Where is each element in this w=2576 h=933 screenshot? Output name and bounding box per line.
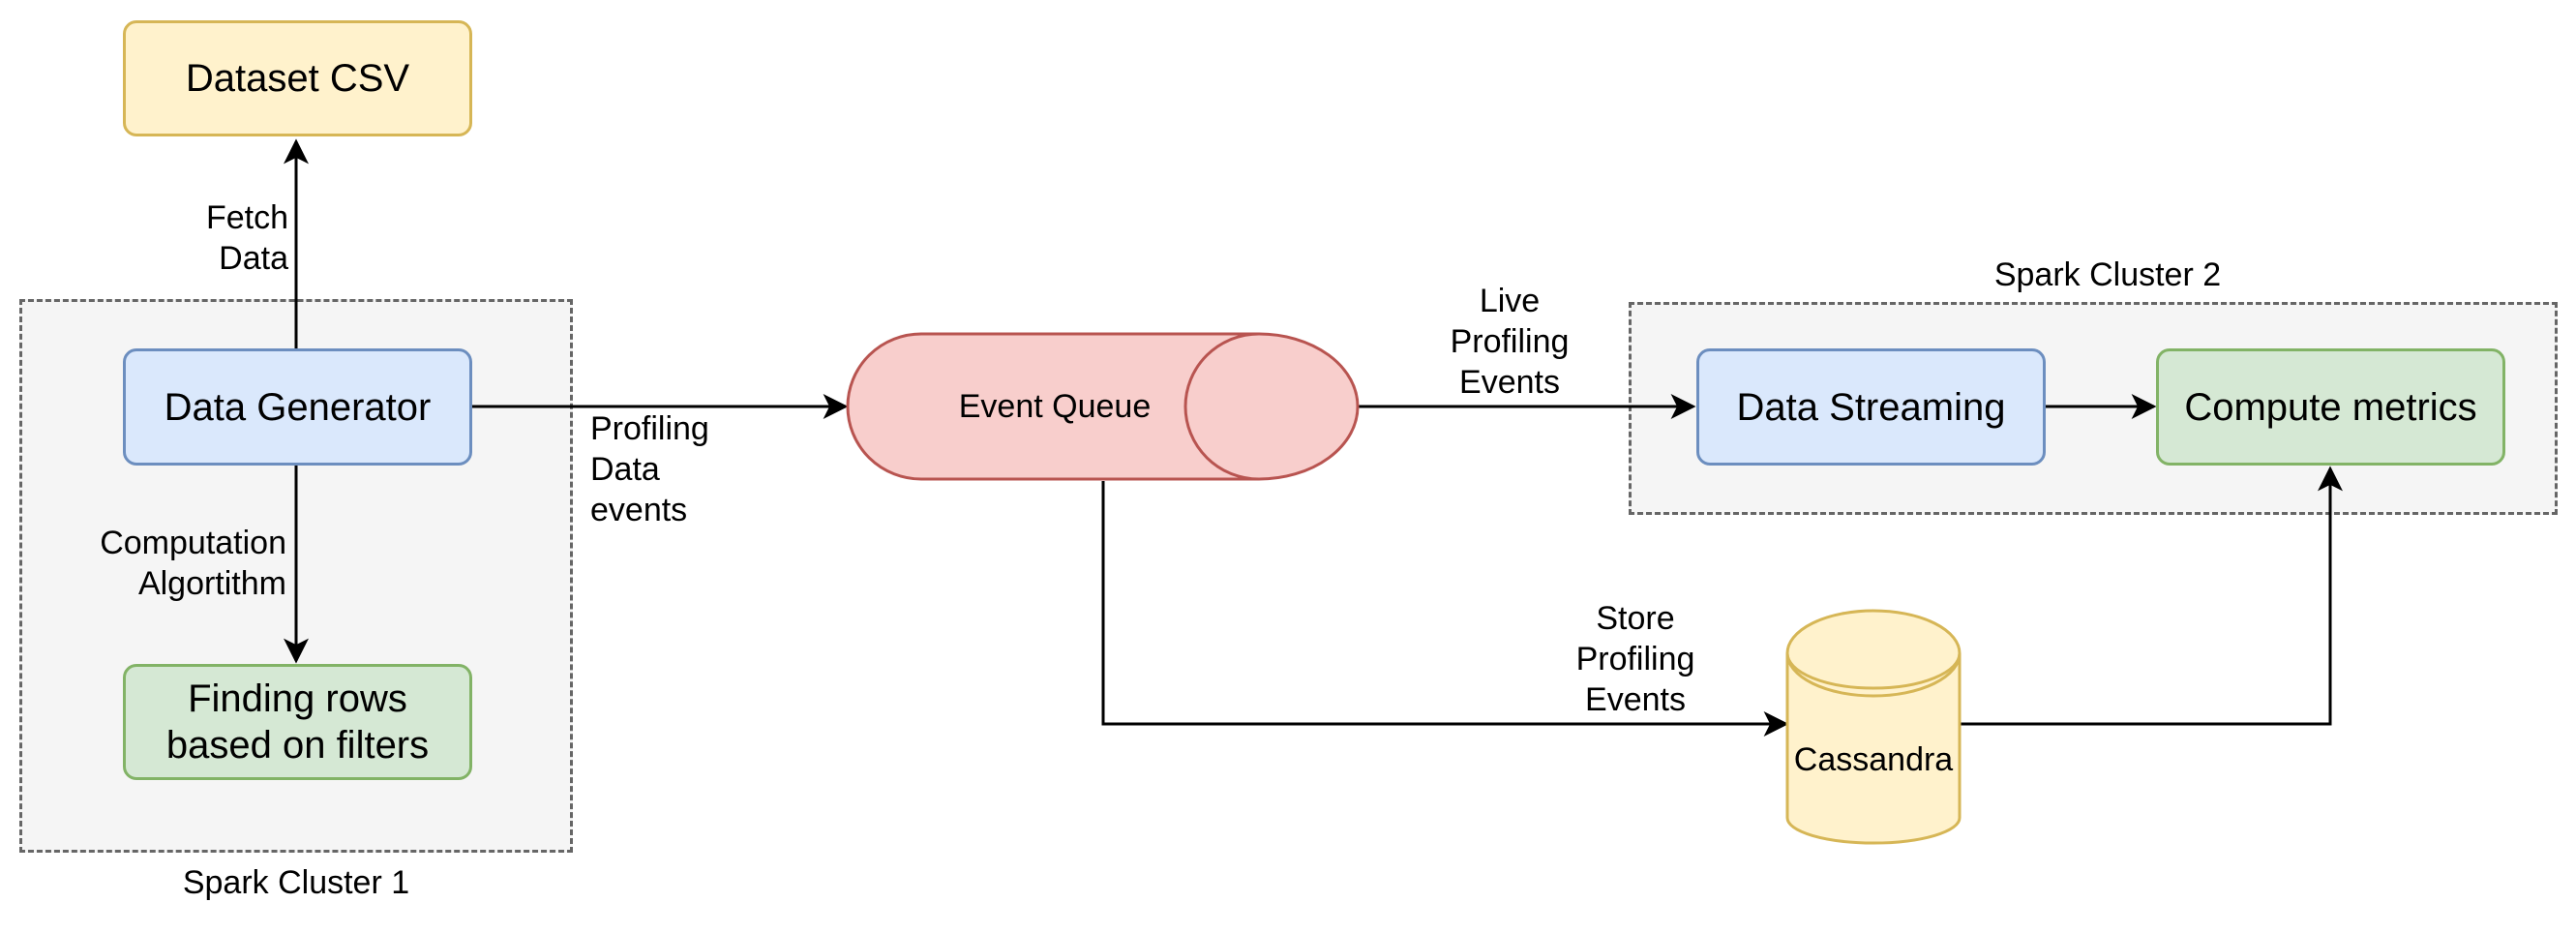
data-streaming-node: Data Streaming: [1696, 348, 2046, 466]
edge-store-events: [1101, 481, 1789, 737]
compute-metrics-node: Compute metrics: [2156, 348, 2505, 466]
fetch-data-label: Fetch Data: [205, 199, 288, 277]
data-streaming-label: Data Streaming: [1736, 385, 2006, 429]
live-events-label: Live Profiling Events: [1450, 283, 1570, 401]
spark-cluster-2-label: Spark Cluster 2: [1993, 256, 2222, 293]
cassandra-label: Cassandra: [1793, 741, 1954, 778]
compute-metrics-label: Compute metrics: [2184, 385, 2477, 429]
data-generator-node: Data Generator: [123, 348, 472, 466]
dataset-csv-node: Dataset CSV: [123, 20, 472, 136]
spark-cluster-1-label: Spark Cluster 1: [182, 864, 410, 901]
edge-cassandra-to-metrics: [1961, 466, 2343, 726]
store-events-label: Store Profiling Events: [1575, 600, 1695, 718]
event-queue-label: Event Queue: [958, 388, 1152, 425]
dataset-csv-label: Dataset CSV: [185, 57, 410, 100]
finding-rows-label: Finding rows based on filters: [165, 677, 430, 767]
finding-rows-node: Finding rows based on filters: [123, 664, 472, 780]
event-queue-shape: [846, 332, 1360, 481]
profiling-events-label: Profiling Data events: [590, 410, 709, 528]
computation-label: Computation Algortithm: [100, 525, 286, 602]
data-generator-label: Data Generator: [164, 385, 432, 429]
cassandra-shape: [1785, 609, 1962, 845]
